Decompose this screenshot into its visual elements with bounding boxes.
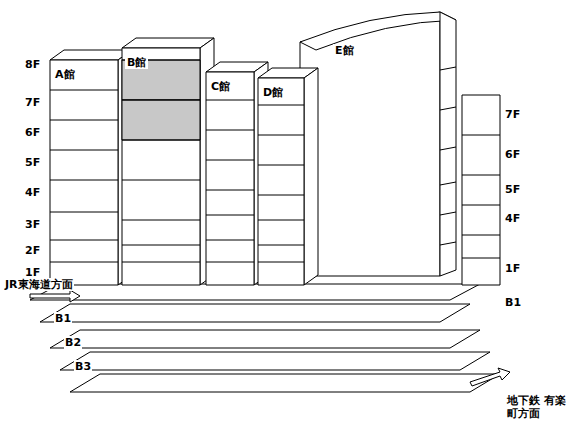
direction-label: JR東海道方面: [4, 278, 74, 291]
curved-building: [300, 12, 440, 276]
block-side: [304, 68, 318, 285]
floor-line: [440, 107, 456, 110]
floor-line: [462, 135, 500, 136]
floor-line: [258, 220, 304, 221]
floor-line: [462, 258, 500, 259]
floor-line: [258, 195, 304, 196]
floor-line: [206, 190, 254, 191]
block-front: [122, 48, 200, 285]
floor-label: B3: [74, 360, 92, 373]
floor-line: [122, 180, 200, 181]
floor-line: [462, 235, 500, 236]
floor-line: [206, 215, 254, 216]
floor-line: [258, 135, 304, 136]
floor-label: 7F: [504, 108, 521, 121]
floor-label: 4F: [24, 186, 41, 199]
floor-line: [258, 165, 304, 166]
block-heading: C館: [209, 80, 232, 93]
curved-side: [440, 12, 456, 276]
floor-line: [122, 245, 200, 246]
floor-line: [50, 150, 118, 151]
floor-line: [258, 262, 304, 263]
floor-label: 5F: [24, 156, 41, 169]
building-block: A館: [50, 60, 118, 285]
floor-line: [440, 212, 456, 215]
ground-slab: [30, 284, 480, 300]
floor-label: 7F: [24, 96, 41, 109]
floor-label: B2: [64, 336, 82, 349]
block-front: [50, 60, 118, 285]
floor-line: [440, 182, 456, 185]
building-block: E館: [330, 36, 430, 76]
floor-label: 5F: [504, 183, 521, 196]
floor-label: 6F: [24, 126, 41, 139]
floor-line: [206, 262, 254, 263]
floor-line: [122, 100, 200, 101]
block-front: [258, 78, 304, 285]
floor-slab: [60, 352, 490, 370]
floor-line: [440, 67, 456, 70]
block-heading: E館: [333, 44, 356, 57]
floor-line: [50, 90, 118, 91]
floor-bar: [462, 95, 500, 285]
floor-line: [258, 245, 304, 246]
floor-line: [50, 120, 118, 121]
floor-line: [122, 262, 200, 263]
floor-label: B1: [504, 296, 522, 309]
floor-line: [206, 100, 254, 101]
floor-line: [462, 175, 500, 176]
block-heading: D館: [261, 86, 285, 99]
floor-line: [258, 105, 304, 106]
floor-label: B1: [54, 312, 72, 325]
building-block: B館: [122, 48, 200, 285]
floor-line: [50, 212, 118, 213]
direction-label: 地下鉄 有楽町方面: [506, 394, 572, 420]
floor-line: [122, 140, 200, 141]
floor-slab: [40, 304, 470, 322]
floor-line: [206, 130, 254, 131]
floor-slab: [70, 374, 500, 392]
floor-label: 2F: [24, 244, 41, 257]
floor-label: 1F: [504, 262, 521, 275]
highlight-cell: [122, 100, 200, 140]
floor-line: [50, 262, 118, 263]
floor-line: [122, 220, 200, 221]
floor-slab: [50, 330, 480, 348]
floor-line: [440, 242, 456, 245]
floor-line: [462, 205, 500, 206]
block-roof: [122, 38, 214, 48]
curved-roof: [300, 12, 456, 50]
floor-label: 6F: [504, 148, 521, 161]
floor-label: 8F: [24, 58, 41, 71]
block-heading: A館: [53, 68, 77, 81]
floor-label: 3F: [24, 218, 41, 231]
floor-line: [50, 180, 118, 181]
floor-label: 4F: [504, 212, 521, 225]
floor-line: [206, 240, 254, 241]
block-heading: B館: [125, 56, 148, 69]
block-front: [206, 72, 254, 285]
floor-line: [50, 240, 118, 241]
direction-arrow: [470, 368, 510, 386]
floor-line: [206, 160, 254, 161]
floor-line: [440, 147, 456, 150]
building-block: C館: [206, 72, 254, 285]
building-block: D館: [258, 78, 304, 285]
direction-arrow: [30, 290, 80, 302]
